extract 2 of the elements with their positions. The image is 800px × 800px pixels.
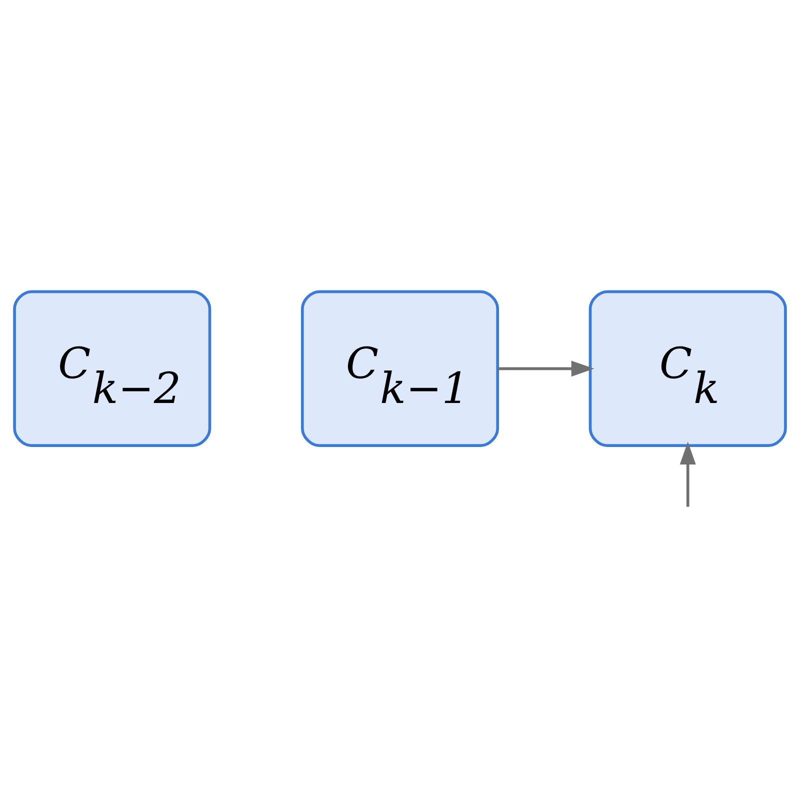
arrow	[680, 442, 696, 507]
arrow	[498, 360, 594, 377]
